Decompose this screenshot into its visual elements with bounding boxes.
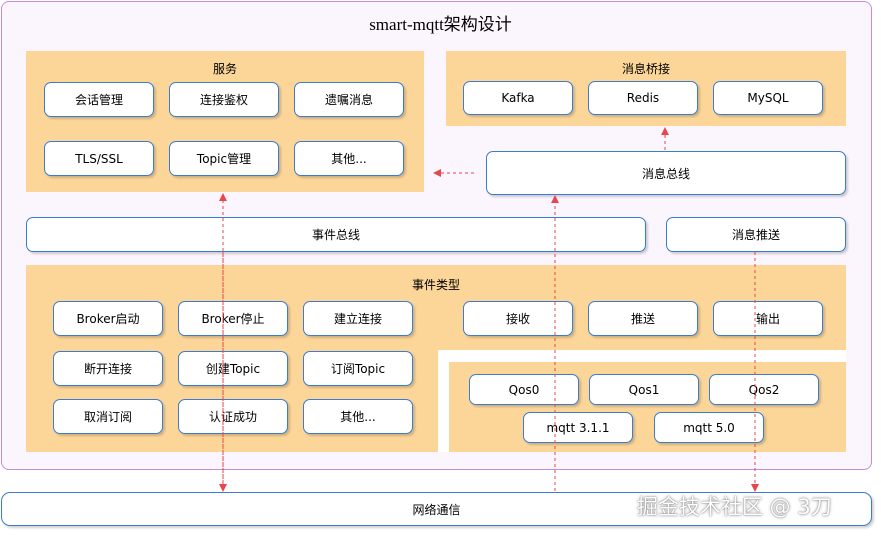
event-types-panel-title: 事件类型 <box>411 278 460 292</box>
bridge-redis[interactable]: Redis <box>588 81 698 115</box>
message-push[interactable]: 消息推送 <box>666 217 846 252</box>
message-bus[interactable]: 消息总线 <box>486 151 846 195</box>
event-broker-start[interactable]: Broker启动 <box>53 301 163 336</box>
service-tls-ssl[interactable]: TLS/SSL <box>44 141 154 176</box>
mqtt-5-0[interactable]: mqtt 5.0 <box>654 412 764 443</box>
event-bus[interactable]: 事件总线 <box>26 217 646 252</box>
push-receive[interactable]: 接收 <box>463 301 573 336</box>
event-disconnect[interactable]: 断开连接 <box>53 351 163 386</box>
service-panel-title: 服务 <box>212 62 237 76</box>
event-other[interactable]: 其他... <box>303 399 413 434</box>
event-subscribe-topic[interactable]: 订阅Topic <box>303 351 413 386</box>
service-topic-management[interactable]: Topic管理 <box>169 141 279 176</box>
bridge-kafka[interactable]: Kafka <box>463 81 573 115</box>
service-will-message[interactable]: 遗嘱消息 <box>294 82 404 117</box>
service-session-management[interactable]: 会话管理 <box>44 82 154 117</box>
service-other[interactable]: 其他... <box>294 141 404 176</box>
qos-2[interactable]: Qos2 <box>709 374 819 405</box>
push-output[interactable]: 输出 <box>713 301 823 336</box>
event-broker-stop[interactable]: Broker停止 <box>178 301 288 336</box>
event-connect[interactable]: 建立连接 <box>303 301 413 336</box>
mqtt-3-1-1[interactable]: mqtt 3.1.1 <box>523 412 633 443</box>
push-send[interactable]: 推送 <box>588 301 698 336</box>
bridge-mysql[interactable]: MySQL <box>713 81 823 115</box>
event-unsubscribe[interactable]: 取消订阅 <box>53 399 163 434</box>
service-connection-auth[interactable]: 连接鉴权 <box>169 82 279 117</box>
watermark: 掘金技术社区 @ 3刀 <box>637 495 832 519</box>
qos-1[interactable]: Qos1 <box>589 374 699 405</box>
bridge-panel-title: 消息桥接 <box>621 62 670 76</box>
event-create-topic[interactable]: 创建Topic <box>178 351 288 386</box>
diagram-title: smart-mqtt架构设计 <box>369 15 512 34</box>
network-communication[interactable]: 网络通信 <box>1 492 872 526</box>
qos-0[interactable]: Qos0 <box>469 374 579 405</box>
event-auth-success[interactable]: 认证成功 <box>178 399 288 434</box>
